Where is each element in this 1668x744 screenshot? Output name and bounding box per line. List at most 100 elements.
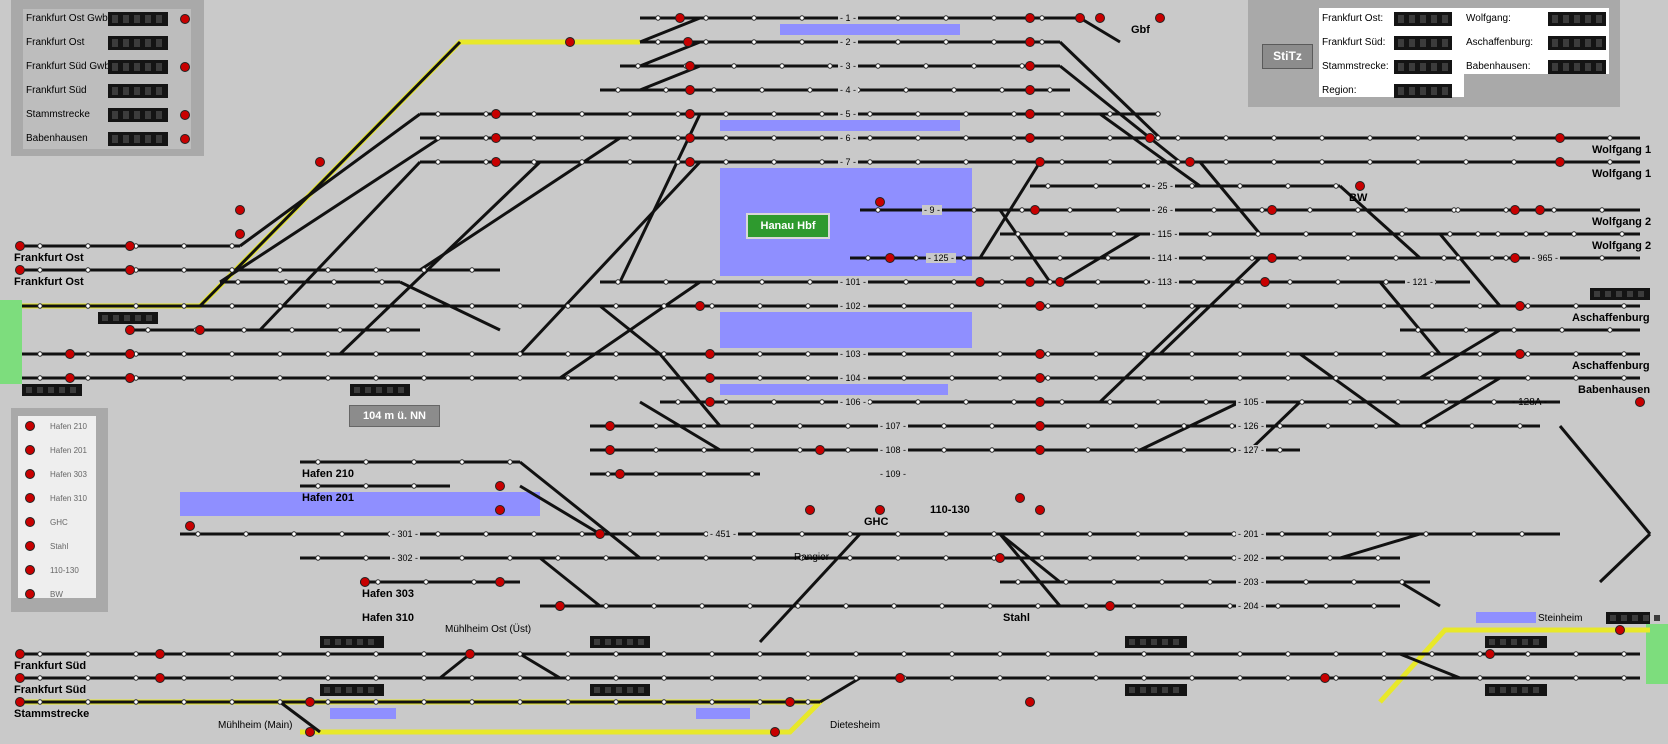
track-joint xyxy=(133,303,139,309)
track-joint xyxy=(373,699,379,705)
track-number-label: - 202 - xyxy=(1236,553,1267,563)
track-joint xyxy=(507,555,513,561)
display-digit xyxy=(70,387,76,393)
track-number-label: - 3 - xyxy=(838,61,859,71)
track-joint xyxy=(1047,87,1053,93)
track-joint xyxy=(37,267,43,273)
track-joint xyxy=(565,675,571,681)
legend-lamp xyxy=(25,421,35,431)
display-digit xyxy=(1431,63,1437,71)
display-digit xyxy=(1398,39,1404,47)
track-joint xyxy=(771,159,777,165)
track-joint xyxy=(565,303,571,309)
track-joint xyxy=(759,87,765,93)
track-joint xyxy=(229,243,235,249)
display-digit xyxy=(1129,639,1135,645)
track-joint xyxy=(613,651,619,657)
track-joint xyxy=(85,267,91,273)
track-joint xyxy=(1181,447,1187,453)
track-joint xyxy=(1371,603,1377,609)
track xyxy=(658,353,722,427)
track xyxy=(1059,64,1181,164)
track xyxy=(1399,652,1461,680)
status-lamp xyxy=(180,14,190,24)
track xyxy=(618,113,702,283)
display-digit xyxy=(1162,639,1168,645)
track-joint xyxy=(1367,159,1373,165)
display-digit xyxy=(1596,15,1602,23)
track-joint xyxy=(1107,159,1113,165)
track-joint xyxy=(517,699,523,705)
track xyxy=(998,533,1062,607)
track-joint xyxy=(1141,375,1147,381)
track-joint xyxy=(1015,579,1021,585)
track-joint xyxy=(949,651,955,657)
track-joint xyxy=(229,675,235,681)
track-joint xyxy=(517,675,523,681)
track-joint xyxy=(1415,159,1421,165)
track-joint xyxy=(421,267,427,273)
display-digit xyxy=(1140,687,1146,693)
track-joint xyxy=(1447,231,1453,237)
signal-lamp xyxy=(1025,61,1035,71)
track-joint xyxy=(1429,351,1435,357)
signal-lamp xyxy=(185,521,195,531)
track-joint xyxy=(1111,579,1117,585)
place-label: Dietesheim xyxy=(830,720,881,731)
display-digit xyxy=(112,111,118,119)
track-joint xyxy=(963,111,969,117)
stitz-button[interactable]: StiTz xyxy=(1262,44,1313,69)
track-joint xyxy=(819,135,825,141)
track-joint xyxy=(1525,675,1531,681)
track-number-label: - 106 - xyxy=(838,397,869,407)
track-joint xyxy=(1135,555,1141,561)
track xyxy=(519,460,641,560)
track-number-label: - 451 - xyxy=(708,529,739,539)
track-joint xyxy=(1107,399,1113,405)
signal-lamp xyxy=(1510,205,1520,215)
track-joint xyxy=(1429,303,1435,309)
track-joint xyxy=(653,471,659,477)
track xyxy=(219,136,441,284)
track-joint xyxy=(1039,555,1045,561)
place-label: Hafen 303 xyxy=(362,588,414,600)
display-digit xyxy=(354,387,360,393)
status-row-label: Babenhausen xyxy=(26,133,88,144)
track-joint xyxy=(1443,399,1449,405)
track-joint xyxy=(37,675,43,681)
display-digit xyxy=(1616,291,1622,297)
signal-lamp xyxy=(15,697,25,707)
track-joint xyxy=(1525,651,1531,657)
exit-marker xyxy=(1646,624,1668,684)
track-joint xyxy=(1573,351,1579,357)
track-joint xyxy=(1525,303,1531,309)
track-number-label: - 105 - xyxy=(1236,397,1267,407)
signal-lamp xyxy=(1485,649,1495,659)
track-joint xyxy=(85,351,91,357)
track-joint xyxy=(675,135,681,141)
signal-lamp xyxy=(125,265,135,275)
display-digit xyxy=(145,87,151,95)
track-joint xyxy=(999,87,1005,93)
track-joint xyxy=(1277,447,1283,453)
track-joint xyxy=(517,351,523,357)
track-joint xyxy=(1503,207,1509,213)
track-joint xyxy=(373,675,379,681)
track-joint xyxy=(1159,579,1165,585)
display-digit xyxy=(1643,615,1649,621)
signal-lamp xyxy=(605,445,615,455)
display-digit xyxy=(1442,15,1448,23)
display-digit xyxy=(1398,63,1404,71)
train-number-display xyxy=(1606,612,1650,624)
track-joint xyxy=(1415,327,1421,333)
track-joint xyxy=(1551,207,1557,213)
track-joint xyxy=(675,159,681,165)
signal-lamp xyxy=(1025,13,1035,23)
track-joint xyxy=(1045,651,1051,657)
track-joint xyxy=(133,651,139,657)
track-joint xyxy=(1059,111,1065,117)
track-joint xyxy=(1621,675,1627,681)
track-joint xyxy=(1229,423,1235,429)
track-joint xyxy=(1207,579,1213,585)
track-joint xyxy=(277,351,283,357)
